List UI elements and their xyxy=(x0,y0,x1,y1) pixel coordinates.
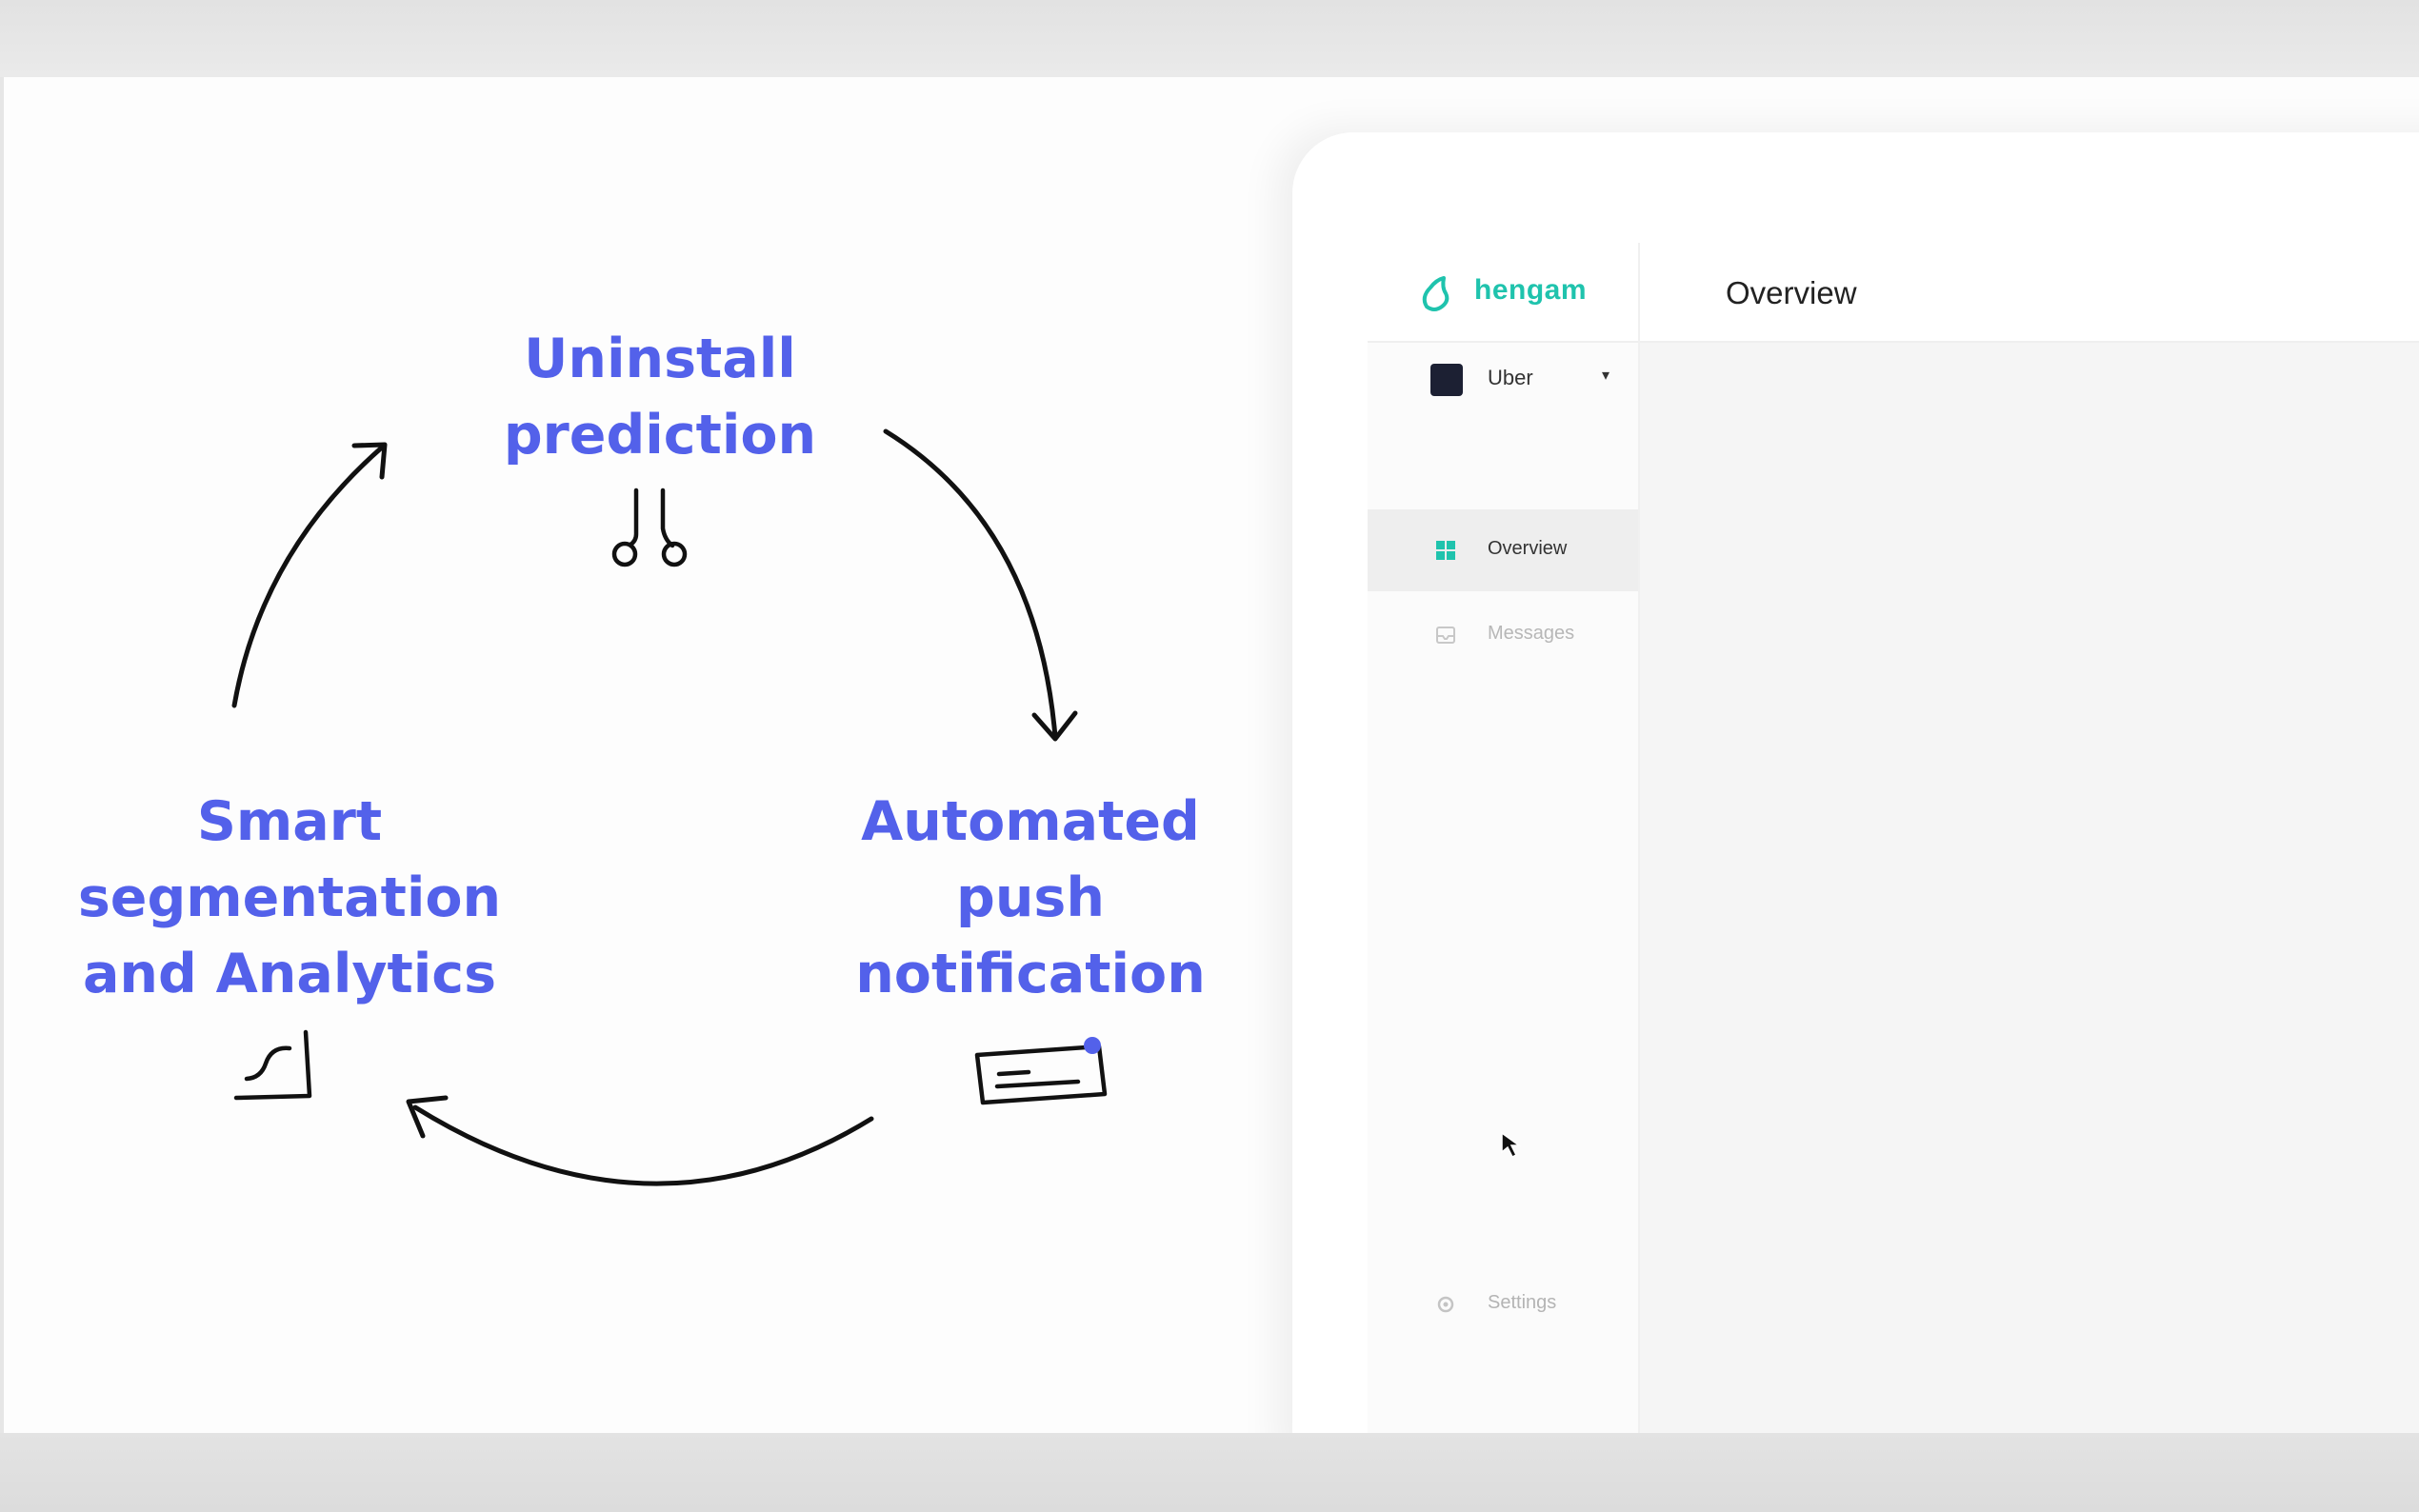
arrowhead-left xyxy=(406,1095,449,1139)
arrow-top-to-right xyxy=(883,428,1058,740)
arrowhead-right xyxy=(1031,710,1078,742)
caret-down-icon: ▾ xyxy=(1602,366,1610,384)
org-name: Uber xyxy=(1488,366,1533,389)
gear-icon xyxy=(1437,1296,1454,1313)
grid-icon xyxy=(1436,541,1455,560)
page-title: Overview xyxy=(1726,275,1857,310)
sidebar-item-messages[interactable]: Messages xyxy=(1368,594,1638,676)
top-header: Overview xyxy=(1640,243,2419,343)
bottom-letterbox xyxy=(0,1433,2419,1512)
sidebar-item-settings[interactable]: Settings xyxy=(1368,1263,1638,1345)
top-letterbox xyxy=(0,0,2419,77)
message-icon xyxy=(1436,627,1455,644)
plug-icon xyxy=(611,487,688,567)
uninstall-prediction-label: Uninstall prediction xyxy=(503,328,817,467)
org-avatar xyxy=(1430,364,1463,396)
brand-header[interactable]: hengam xyxy=(1368,243,1638,343)
brand-name: hengam xyxy=(1474,274,1588,306)
dashboard-window: hengam Uber ▾ Overview xyxy=(1368,243,2419,1442)
arrow-right-to-left xyxy=(412,1104,874,1186)
sidebar-item-label: Overview xyxy=(1488,538,1568,559)
automated-push-notification-label: Automated push notification xyxy=(855,790,1206,1005)
sidebar-item-label: Messages xyxy=(1488,623,1575,644)
notification-card-icon xyxy=(974,1037,1108,1105)
arrow-left-to-top xyxy=(231,444,386,708)
mouse-cursor-icon xyxy=(1501,1131,1522,1159)
analytics-chart-icon xyxy=(233,1029,312,1101)
cycle-arrows xyxy=(231,428,1108,1186)
org-selector[interactable]: Uber ▾ xyxy=(1368,343,1638,419)
sidebar-item-overview[interactable]: Overview xyxy=(1368,509,1638,591)
sidebar: hengam Uber ▾ xyxy=(1368,243,1640,1442)
hengam-logo-icon xyxy=(1422,276,1449,311)
arrowhead-top xyxy=(351,442,388,480)
sidebar-item-label: Settings xyxy=(1488,1292,1557,1313)
smart-segmentation-label: Smart segmentation and Analytics xyxy=(77,790,502,1005)
